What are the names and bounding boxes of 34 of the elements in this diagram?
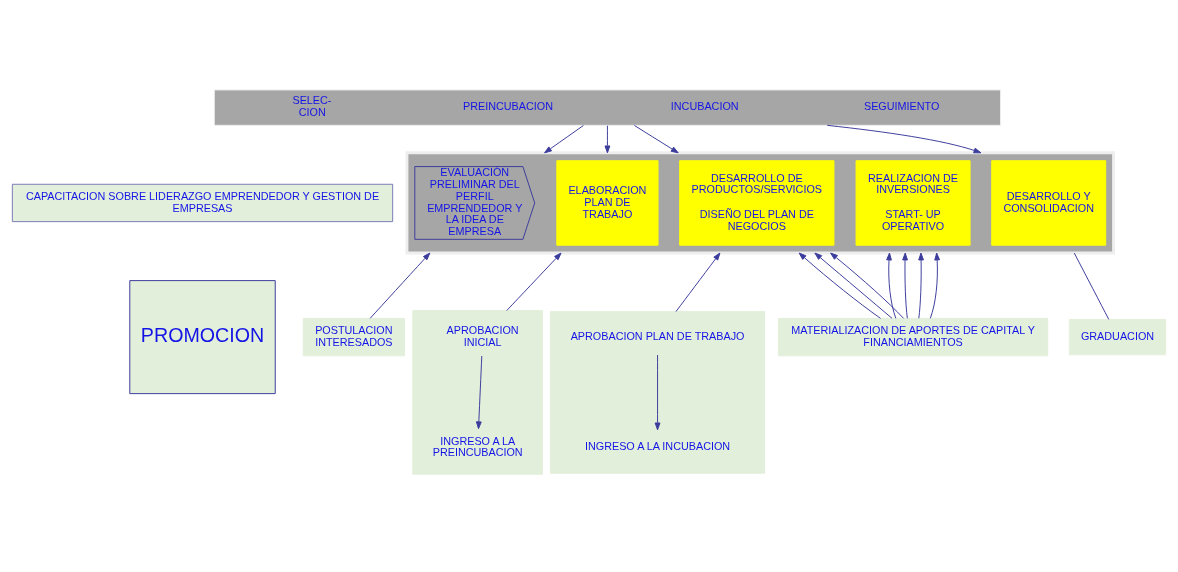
- arrow: [929, 252, 941, 319]
- arrow: [654, 354, 661, 431]
- connector: [1073, 252, 1110, 320]
- cluster: [412, 310, 544, 475]
- arrow: [475, 355, 483, 430]
- arrow: [826, 124, 982, 154]
- node-text: INGRESO A LA INCUBACION: [584, 440, 731, 453]
- node-box: SELEC- CION PREINCUBACION INCUBACION SEGUIMIENTO: [213, 89, 1002, 126]
- arrow: [604, 125, 611, 154]
- arrow: [918, 252, 924, 319]
- arrow: [830, 252, 905, 319]
- node-box: DESARROLLO Y CONSOLIDACION: [991, 160, 1107, 246]
- node-box: POSTULACION INTERESADOS: [302, 317, 405, 357]
- node-box: MATERIALIZACION DE APORTES DE CAPITAL Y FINANCIAMIENTOS: [777, 317, 1049, 357]
- arrow: [814, 252, 893, 319]
- cluster: [549, 311, 766, 474]
- node-box: PROMOCION: [129, 280, 276, 395]
- node-box: REALIZACION DE INVERSIONES START- UP OPERATIVO: [855, 160, 971, 246]
- arrow: [798, 252, 882, 319]
- node-box: GRADUACION: [1068, 318, 1167, 356]
- node-text: APROBACION PLAN DE TRABAJO: [570, 329, 745, 342]
- cluster: [405, 151, 1116, 255]
- arrow: [506, 252, 562, 312]
- arrow: [634, 125, 679, 154]
- node-box: CAPACITACION SOBRE LIDERAZGO EMPRENDEDOR Y GESTION DE EMPRESAS: [11, 183, 394, 223]
- node-box: DESARROLLO DE PRODUCTOS/SERVICIOS DISEÑO DEL PLAN DE NEGOCIOS: [679, 160, 835, 246]
- arrow: [886, 252, 897, 319]
- node-text: APROBACION INICIAL: [446, 323, 519, 348]
- arrow: [369, 252, 431, 319]
- arrow: [675, 252, 721, 313]
- node-text: INGRESO A LA PREINCUBACION: [432, 434, 523, 459]
- arrow: [544, 125, 584, 154]
- node-box: ELABORACION PLAN DE TRABAJO: [556, 160, 659, 246]
- arrow: [902, 252, 908, 319]
